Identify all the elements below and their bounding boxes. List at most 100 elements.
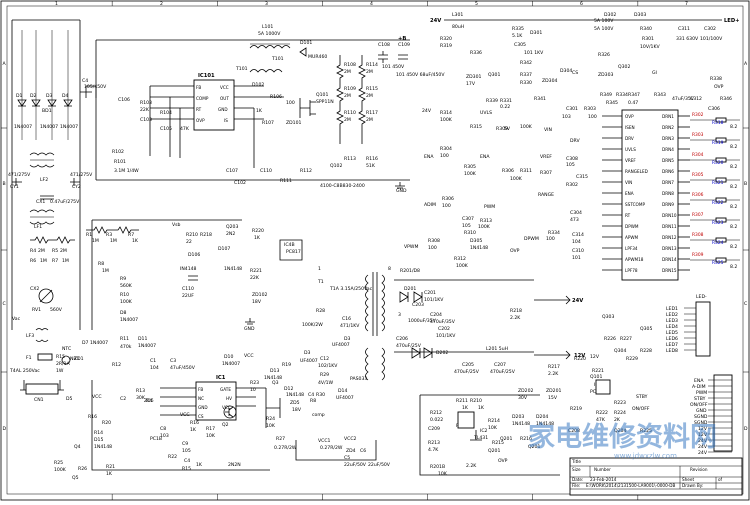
svg-text:R320: R320 [440,36,452,42]
cs-net-label: CS [572,70,578,76]
svg-text:470uF/25V: 470uF/25V [490,369,516,375]
svg-text:R217: R217 [548,364,560,370]
svg-text:R224: R224 [614,410,626,416]
ovp-net-label: OVP [510,248,520,254]
tb-file-label: File: [572,483,580,488]
svg-text:C204: C204 [430,312,442,318]
svg-text:RV1: RV1 [32,307,41,313]
svg-text:R213: R213 [428,440,440,446]
svg-text:D8: D8 [120,310,127,316]
svg-text:D107: D107 [218,246,230,252]
svg-text:R311: R311 [520,168,532,174]
svg-text:10K: 10K [488,425,498,431]
svg-text:105: 105 [182,448,191,454]
svg-text:R310: R310 [464,230,476,236]
svg-text:C301: C301 [566,106,578,112]
svg-text:100: 100 [588,114,597,120]
svg-text:R308: R308 [428,238,440,244]
svg-text:ZD201: ZD201 [546,388,562,394]
svg-text:D301: D301 [530,30,542,36]
ic1-pin-nc: NC [198,396,204,401]
svg-text:R8: R8 [310,398,316,404]
svg-text:D4: D4 [62,93,69,99]
svg-text:R228: R228 [640,348,652,354]
drain-resistor [715,137,727,143]
frame-col-7-top: 7 [685,1,688,7]
svg-text:105: 105 [566,162,575,168]
drv-pin-drn14: DRN14 [662,257,677,262]
svg-text:560K: 560K [120,283,133,289]
svg-text:47K: 47K [180,126,190,132]
svg-text:CY2: CY2 [72,184,81,190]
svg-text:Q303: Q303 [602,314,614,320]
drv-pin-drn3: DRN3 [662,136,674,141]
svg-text:D3: D3 [304,350,311,356]
svg-text:R221: R221 [592,368,604,374]
svg-text:R320: R320 [712,160,724,166]
svg-text:C2: C2 [120,396,126,402]
svg-text:R117: R117 [366,110,378,116]
svg-text:R303: R303 [692,132,704,138]
lf3-choke [35,328,49,342]
d201-dual-diode [399,291,423,303]
svg-text:R17: R17 [206,426,215,432]
svg-text:R30: R30 [316,392,325,398]
nr-label: NR1 [70,356,80,362]
led-conn-pin-6: LED6 [666,336,678,342]
svg-text:R307: R307 [540,170,552,176]
led-conn-pin-2: LED2 [666,312,678,318]
svg-text:R326: R326 [598,52,610,58]
drv-pin-ovp: OVP [625,114,634,119]
drv-pin-drn8: DRN8 [662,191,674,196]
fuse-ref: F1 [26,355,32,361]
main-conn-pin-pwm: PWM [696,390,707,396]
svg-text:R3: R3 [106,232,112,238]
svg-text:1N4007: 1N4007 [222,361,240,367]
svg-text:R227: R227 [620,336,632,342]
led-driver-section: 24V LED+ L301 80uH R320 R319 R336 ZD301 … [404,12,740,281]
frame-row-c-right: C [744,301,747,307]
svg-text:18V: 18V [292,407,302,413]
svg-text:1K: 1K [478,405,485,411]
svg-text:R201/D8: R201/D8 [400,268,420,274]
svg-text:Q3: Q3 [272,380,279,386]
drain-resistor [715,217,727,223]
svg-text:D102: D102 [252,82,264,88]
svg-text:C4: C4 [184,458,190,464]
ic1-pin-gnd: GND [198,405,208,410]
standby-section: R1 R3 R7 1M 1M 1K R8 1M R9 560K R10 100K… [56,219,303,374]
svg-text:8.2: 8.2 [730,264,737,270]
svg-text:10K: 10K [266,423,276,429]
svg-text:CX1: CX1 [36,199,45,205]
svg-text:C207: C207 [494,362,506,368]
svg-text:R110: R110 [344,110,356,116]
svg-text:C16: C16 [342,316,351,322]
svg-text:R219: R219 [570,406,582,412]
svg-text:1K: 1K [254,235,261,241]
svg-text:R201B: R201B [430,464,445,470]
tb-drawn-label: Drawn By: [682,483,703,488]
drain-resistor [715,177,727,183]
drv-pin-apwm: APWM [625,235,639,240]
drv-pin-drv: DRV [625,136,634,141]
svg-text:100: 100 [286,100,295,106]
drv-pin-drn1: DRN1 [662,114,674,119]
svg-text:1N4007: 1N4007 [138,343,156,349]
drv-pin-rangeled: RANGELED [625,169,648,174]
svg-text:R102: R102 [112,149,124,155]
svg-text:R346: R346 [720,96,732,102]
svg-text:UF4007: UF4007 [300,358,318,364]
svg-text:1N4148: 1N4148 [224,266,242,272]
svg-text:Q201: Q201 [488,448,500,454]
svg-text:10K: 10K [438,471,448,477]
title-block: Title Size Number Revision Date: 23-Feb-… [569,457,743,496]
svg-text:R10: R10 [120,292,129,298]
svg-text:ZD102: ZD102 [252,292,268,298]
svg-text:1M: 1M [62,258,69,264]
svg-text:2M: 2M [344,69,351,75]
svg-text:2M: 2M [344,93,351,99]
svg-text:R7: R7 [52,258,58,264]
svg-text:1K: 1K [132,238,139,244]
stby-net-label: STBY [636,394,648,400]
